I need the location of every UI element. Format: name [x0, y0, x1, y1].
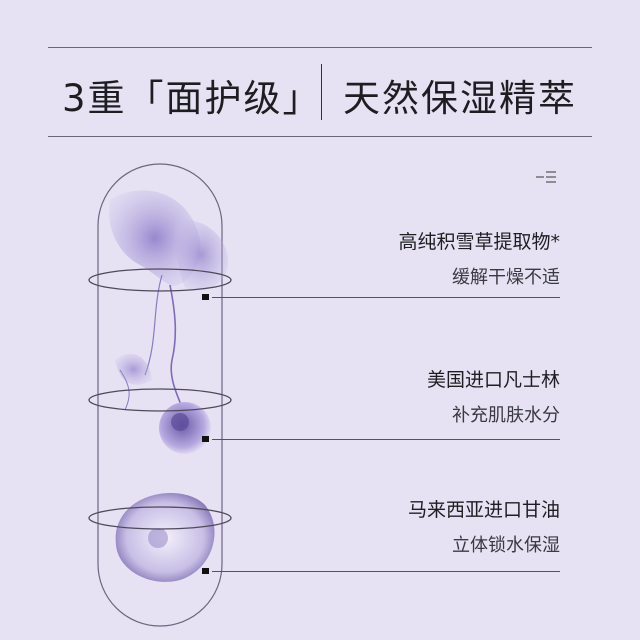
- capsule-illustration: [88, 163, 232, 627]
- connector-line-2: [212, 439, 560, 440]
- ingredient-name: 高纯积雪草提取物*: [398, 231, 560, 253]
- ingredient-benefit: 缓解干燥不适: [452, 267, 560, 288]
- header-divider: [321, 64, 322, 120]
- ingredient-3: 马来西亚进口甘油 立体锁水保湿: [408, 496, 560, 560]
- header-top-rule: [48, 47, 592, 48]
- connector-line-3: [212, 571, 560, 572]
- marker-1: [202, 294, 209, 300]
- marker-3: [202, 568, 209, 574]
- ingredient-benefit: 立体锁水保湿: [452, 535, 560, 556]
- marker-2: [202, 436, 209, 442]
- ingredient-benefit: 补充肌肤水分: [452, 405, 560, 426]
- centella-leaf-icon: [109, 190, 229, 416]
- ingredient-name: 马来西亚进口甘油: [407, 499, 560, 521]
- header-right-title: 天然保湿精萃: [343, 77, 577, 120]
- menu-lines-icon: [536, 171, 556, 183]
- header-bottom-rule: [48, 136, 592, 137]
- ingredient-1: 高纯积雪草提取物* 缓解干燥不适: [398, 228, 560, 292]
- ingredient-name: 美国进口凡士林: [426, 369, 560, 391]
- header-left-title: 3重「面护级」: [62, 77, 322, 120]
- header: 3重「面护级」 天然保湿精萃: [0, 60, 640, 130]
- ingredient-2: 美国进口凡士林 补充肌肤水分: [427, 366, 560, 430]
- connector-line-1: [212, 297, 560, 298]
